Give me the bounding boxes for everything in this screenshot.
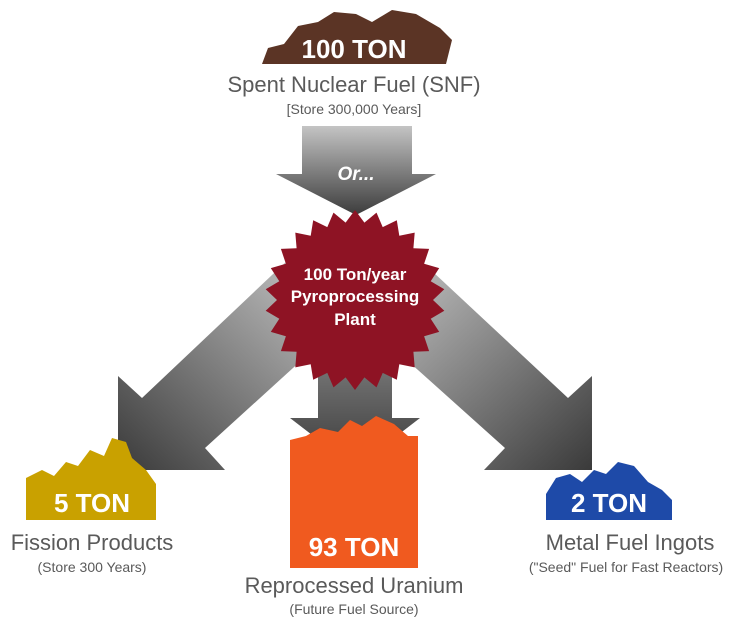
fission-products-rock-shape: [26, 438, 156, 520]
plant-label-line-3: Plant: [334, 310, 376, 329]
snf-storage-note: [Store 300,000 Years]: [287, 101, 422, 117]
fission-products-name: Fission Products: [11, 530, 174, 555]
snf-amount: 100 TON: [301, 34, 406, 64]
snf-name: Spent Nuclear Fuel (SNF): [227, 72, 480, 97]
arrow-to-plant: [276, 126, 436, 215]
metal-fuel-ingots-name: Metal Fuel Ingots: [546, 530, 715, 555]
pyroprocessing-plant-seal: [265, 210, 445, 390]
or-connector-label: Or...: [338, 164, 375, 185]
fission-products-amount: 5 TON: [54, 488, 130, 518]
snf-rock-shape: [262, 10, 452, 64]
metal-fuel-ingots-note: ("Seed" Fuel for Fast Reactors): [529, 559, 723, 575]
plant-label-line-2: Pyroprocessing: [291, 287, 420, 306]
reprocessed-uranium-note: (Future Fuel Source): [289, 601, 418, 617]
reprocessed-uranium-block: [290, 416, 418, 568]
fission-products-storage-note: (Store 300 Years): [38, 559, 147, 575]
metal-fuel-ingots-rock-shape: [546, 462, 672, 520]
plant-label-line-1: 100 Ton/year: [304, 265, 407, 284]
metal-fuel-ingots-amount: 2 TON: [571, 488, 647, 518]
reprocessed-uranium-amount: 93 TON: [309, 532, 400, 562]
reprocessed-uranium-name: Reprocessed Uranium: [245, 573, 464, 598]
